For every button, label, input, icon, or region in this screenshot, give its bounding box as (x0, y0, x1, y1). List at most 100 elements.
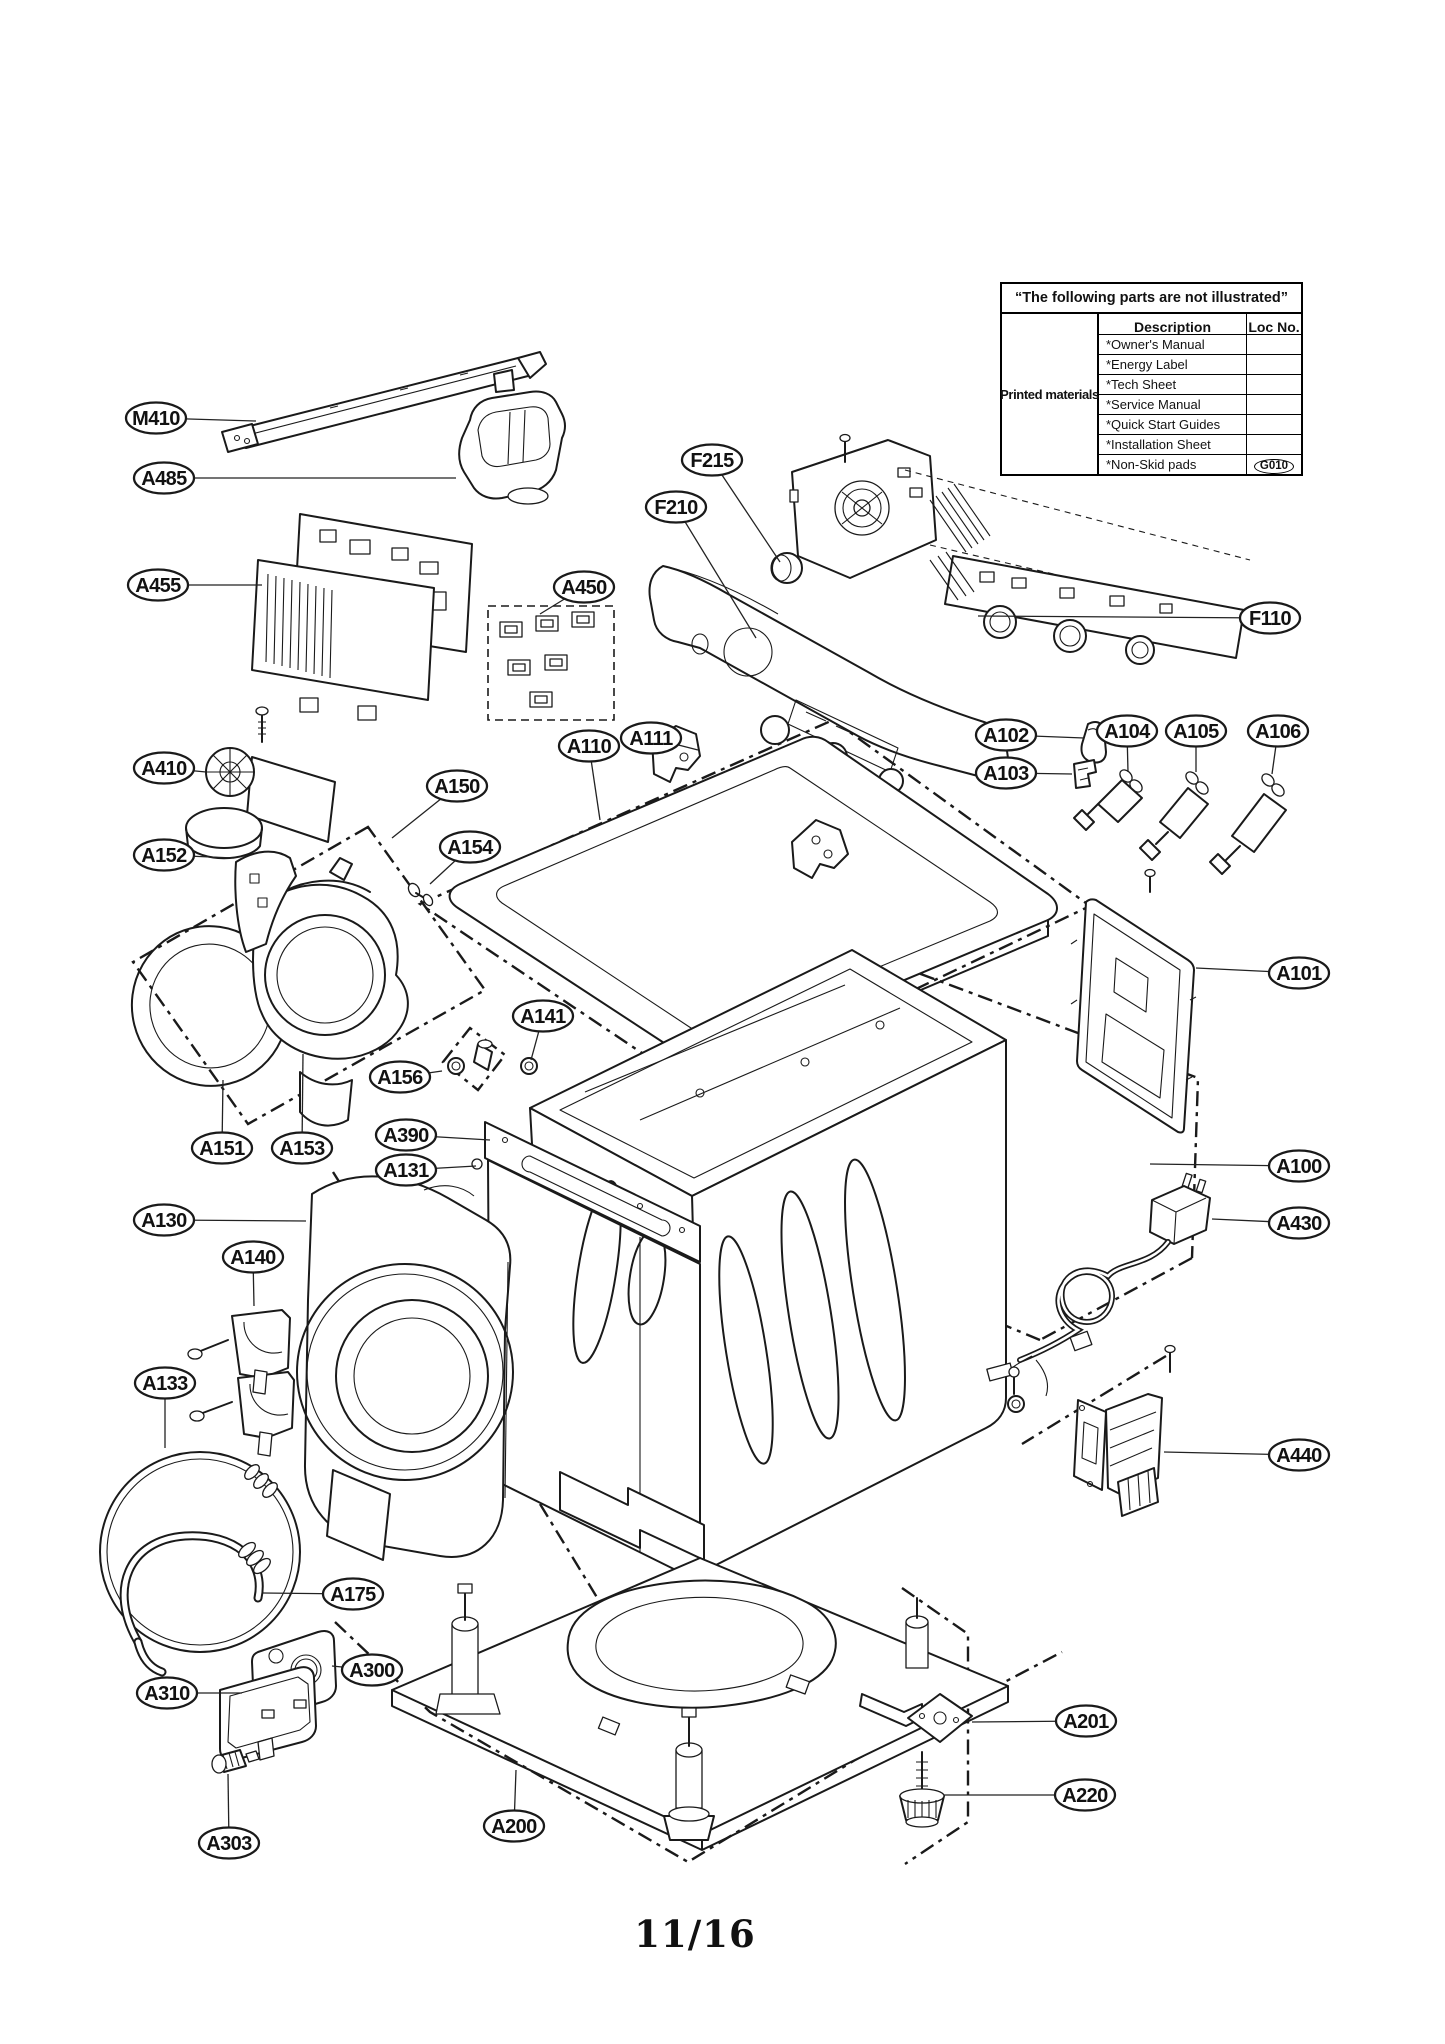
svg-text:A150: A150 (434, 776, 480, 798)
leveling-foot-drawing (899, 1693, 973, 1828)
part-label-A103: A103 (974, 756, 1073, 790)
svg-text:A156: A156 (377, 1067, 423, 1089)
part-label-A131: A131 (374, 1153, 477, 1187)
top-rail-drawing (221, 351, 547, 453)
part-label-A150: A150 (391, 769, 489, 839)
svg-text:A175: A175 (330, 1584, 376, 1606)
table-cell-description: *Energy Label (1099, 354, 1246, 374)
power-cord-drawing (986, 1172, 1211, 1413)
svg-text:A152: A152 (141, 845, 187, 867)
part-label-A141: A141 (511, 999, 575, 1061)
table-cell-locno (1246, 334, 1301, 354)
svg-text:A303: A303 (206, 1833, 252, 1855)
part-label-A300: A300 (331, 1653, 404, 1687)
part-label-A140: A140 (221, 1240, 285, 1307)
part-label-A485: A485 (132, 461, 456, 495)
table-cell-locno (1246, 354, 1301, 374)
part-label-A130: A130 (132, 1203, 307, 1237)
svg-text:A430: A430 (1276, 1213, 1322, 1235)
part-label-A200: A200 (482, 1769, 546, 1843)
part-label-A151: A151 (190, 1079, 254, 1165)
door-drawing (296, 1175, 514, 1561)
part-label-A154: A154 (429, 830, 502, 885)
table-cell-locno (1246, 434, 1301, 454)
svg-text:A440: A440 (1276, 1445, 1322, 1467)
lid-lock-drawing (458, 369, 566, 505)
svg-text:A153: A153 (279, 1138, 325, 1160)
table-group-label: Printed materials (1000, 314, 1099, 474)
svg-text:A130: A130 (141, 1210, 187, 1232)
part-label-A410: A410 (132, 751, 207, 785)
svg-text:A141: A141 (520, 1006, 566, 1028)
base-assembly-drawing (391, 1557, 1009, 1851)
drain-hose-drawing (119, 1531, 271, 1677)
svg-text:F215: F215 (690, 450, 734, 472)
svg-text:F210: F210 (654, 497, 698, 519)
table-cell-description: *Tech Sheet (1099, 374, 1246, 394)
table-cell-description: *Quick Start Guides (1099, 414, 1246, 434)
svg-text:A105: A105 (1173, 721, 1219, 743)
part-label-A440: A440 (1163, 1438, 1331, 1472)
part-label-A101: A101 (1195, 956, 1331, 990)
part-label-A450: A450 (539, 570, 616, 615)
svg-text:A310: A310 (144, 1683, 190, 1705)
part-label-A156: A156 (368, 1060, 443, 1094)
svg-text:A410: A410 (141, 758, 187, 780)
table-cell-locno (1246, 374, 1301, 394)
svg-text:A200: A200 (491, 1816, 537, 1838)
part-label-A105: A105 (1164, 714, 1228, 772)
page-indicator: 11/16 (634, 1912, 756, 1956)
table-cell-locno: G010 (1246, 454, 1301, 474)
part-label-A175: A175 (262, 1577, 385, 1611)
part-label-A430: A430 (1211, 1206, 1331, 1240)
part-label-A455: A455 (126, 568, 262, 602)
table-header-locno: Loc No. (1246, 314, 1301, 340)
svg-text:A111: A111 (629, 728, 673, 750)
drain-pump-drawing (185, 706, 336, 860)
door-ring-drawing (99, 1451, 301, 1653)
table-header-description: Description (1133, 319, 1211, 335)
main-board-drawing (251, 513, 473, 721)
connector-clips-box (487, 605, 615, 721)
svg-text:A154: A154 (447, 837, 494, 859)
part-label-M410: M410 (124, 401, 257, 435)
part-label-A102: A102 (974, 718, 1085, 752)
part-label-A220: A220 (944, 1778, 1117, 1812)
svg-text:F110: F110 (1249, 608, 1292, 630)
part-label-F110: F110 (977, 601, 1302, 635)
hinge-drawing (187, 1309, 295, 1457)
svg-text:A220: A220 (1062, 1785, 1108, 1807)
noise-filter-drawing (1073, 1344, 1176, 1517)
back-panel-drawing (1070, 868, 1197, 1134)
table-cell-description: *Service Manual (1099, 394, 1246, 414)
svg-text:M410: M410 (132, 408, 180, 430)
part-label-A133: A133 (133, 1366, 197, 1448)
clamp-spring-drawing (211, 1749, 260, 1774)
svg-text:A131: A131 (383, 1160, 429, 1182)
svg-text:A455: A455 (135, 575, 181, 597)
shock-absorber-drawings (1073, 769, 1287, 875)
loc-no-badge: G010 (1253, 459, 1295, 474)
svg-text:A151: A151 (199, 1138, 245, 1160)
svg-text:A300: A300 (349, 1660, 395, 1682)
part-label-F215: F215 (680, 443, 781, 563)
svg-text:A485: A485 (141, 468, 187, 490)
display-pcb-drawing (929, 551, 1245, 665)
svg-text:A110: A110 (567, 736, 612, 758)
small-clip-drawings (1073, 721, 1107, 789)
part-label-A104: A104 (1095, 714, 1159, 773)
table-cell-description: *Owner's Manual (1099, 334, 1246, 354)
tub-front-drawing (130, 850, 538, 1127)
part-label-A106: A106 (1246, 714, 1310, 775)
part-label-A111: A111 (619, 721, 699, 755)
svg-text:A133: A133 (142, 1373, 188, 1395)
svg-text:A450: A450 (561, 577, 607, 599)
part-label-A201: A201 (971, 1704, 1118, 1738)
dispenser-lid-drawing (219, 1630, 337, 1762)
svg-text:A101: A101 (1276, 963, 1322, 985)
part-label-A152: A152 (132, 838, 235, 872)
part-label-F210: F210 (644, 490, 757, 639)
part-label-A100: A100 (1149, 1149, 1331, 1183)
